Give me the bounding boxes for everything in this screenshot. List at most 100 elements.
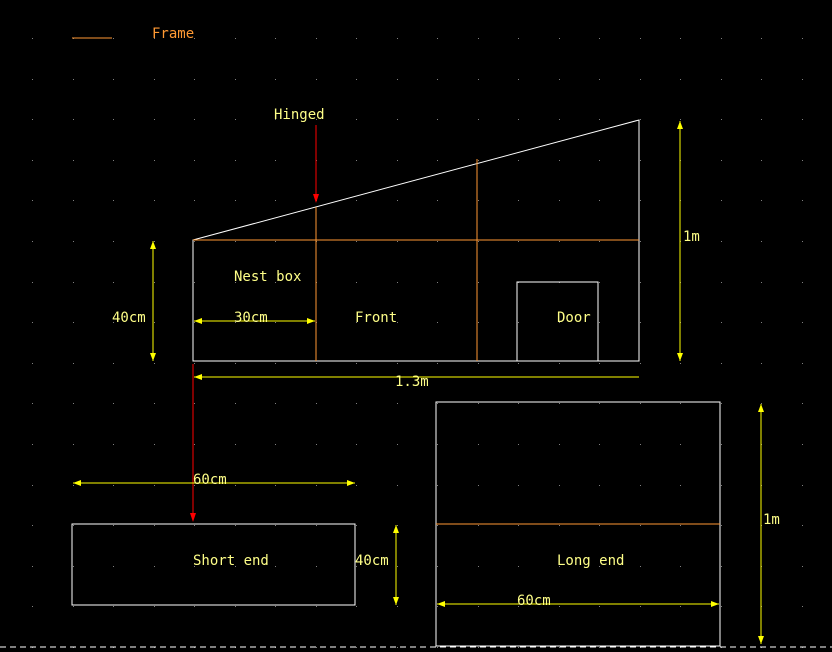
grid-dot xyxy=(356,200,357,201)
grid-dot xyxy=(397,566,398,567)
grid-dot xyxy=(194,119,195,120)
grid-dot xyxy=(599,363,600,364)
front-outline xyxy=(192,119,640,362)
grid-dot xyxy=(599,79,600,80)
hinged-arrow-head xyxy=(313,194,319,203)
grid-dot xyxy=(640,200,641,201)
grid-dot xyxy=(356,38,357,39)
grid-dot xyxy=(680,606,681,607)
grid-dot xyxy=(397,647,398,648)
grid-dot xyxy=(194,241,195,242)
grid-dot xyxy=(73,241,74,242)
grid-dot xyxy=(316,606,317,607)
grid-dot xyxy=(640,79,641,80)
long-end-label: Long end xyxy=(557,553,624,569)
grid-dot xyxy=(761,79,762,80)
grid-dot xyxy=(235,241,236,242)
grid-dot xyxy=(640,119,641,120)
grid-dot xyxy=(32,79,33,80)
grid-dot xyxy=(478,322,479,323)
grid-dot xyxy=(32,119,33,120)
grid-dot xyxy=(478,282,479,283)
grid-dot xyxy=(437,119,438,120)
grid-dot xyxy=(518,403,519,404)
grid-dot xyxy=(518,525,519,526)
grid-dot xyxy=(761,322,762,323)
nest-box-label: Nest box xyxy=(234,269,301,285)
grid-dot xyxy=(518,79,519,80)
grid-dot xyxy=(437,403,438,404)
grid-dot xyxy=(437,525,438,526)
grid-dot xyxy=(802,363,803,364)
grid-dot xyxy=(356,79,357,80)
grid-dot xyxy=(802,322,803,323)
grid-dot xyxy=(356,566,357,567)
grid-dot xyxy=(640,525,641,526)
grid-dot xyxy=(275,525,276,526)
grid-dot xyxy=(559,566,560,567)
grid-dot xyxy=(154,525,155,526)
grid-dot xyxy=(235,79,236,80)
grid-dot xyxy=(73,485,74,486)
grid-dot xyxy=(397,160,398,161)
grid-dot xyxy=(356,363,357,364)
short-end-label: Short end xyxy=(193,553,269,569)
front-view: Hinged Nest box Front Door 40cm 30cm 1m … xyxy=(112,107,700,390)
grid-dot xyxy=(113,606,114,607)
grid-dot xyxy=(721,38,722,39)
grid-dot xyxy=(478,200,479,201)
grid-dot xyxy=(113,200,114,201)
grid-dot xyxy=(599,200,600,201)
grid-dot xyxy=(478,525,479,526)
dim-width-arrow-left xyxy=(194,374,202,380)
grid-dot xyxy=(802,606,803,607)
grid-dot xyxy=(559,525,560,526)
grid-dot xyxy=(235,363,236,364)
dim-short-width-label: 60cm xyxy=(193,472,227,488)
grid-dot xyxy=(113,363,114,364)
grid-dot xyxy=(356,322,357,323)
dim-width-label: 1.3m xyxy=(395,374,429,390)
grid-dot xyxy=(437,606,438,607)
grid-dot xyxy=(680,363,681,364)
grid-dot xyxy=(397,38,398,39)
grid-dot xyxy=(397,403,398,404)
grid-dot xyxy=(559,403,560,404)
grid-dot xyxy=(32,403,33,404)
grid-dot xyxy=(478,241,479,242)
dim-long-height-arrow-bottom xyxy=(758,636,764,644)
grid-dot xyxy=(154,119,155,120)
grid-dot xyxy=(599,38,600,39)
grid-dot xyxy=(32,606,33,607)
grid-dot xyxy=(275,606,276,607)
grid-dot xyxy=(721,119,722,120)
grid-dot xyxy=(275,322,276,323)
grid-dot xyxy=(721,79,722,80)
grid-dot xyxy=(235,38,236,39)
grid-dot xyxy=(680,38,681,39)
grid-dot xyxy=(235,485,236,486)
short-end-outline xyxy=(71,523,356,606)
grid-dot xyxy=(235,160,236,161)
grid-dot xyxy=(194,160,195,161)
grid-dot xyxy=(437,38,438,39)
grid-dot xyxy=(640,403,641,404)
grid-dot xyxy=(802,403,803,404)
grid-dots xyxy=(32,38,803,648)
grid-dot xyxy=(802,200,803,201)
grid-dot xyxy=(113,282,114,283)
grid-dot xyxy=(599,485,600,486)
dim-short-width-arrow-right xyxy=(347,480,355,486)
grid-dot xyxy=(356,525,357,526)
dim-long-width-arrow-left xyxy=(437,601,445,607)
grid-dot xyxy=(802,566,803,567)
grid-dot xyxy=(802,38,803,39)
grid-dot xyxy=(761,282,762,283)
dim-long-width-label: 60cm xyxy=(517,593,551,609)
grid-dot xyxy=(478,647,479,648)
grid-dot xyxy=(478,160,479,161)
grid-dot xyxy=(73,79,74,80)
grid-dot xyxy=(599,647,600,648)
grid-dot xyxy=(721,282,722,283)
grid-dot xyxy=(316,79,317,80)
